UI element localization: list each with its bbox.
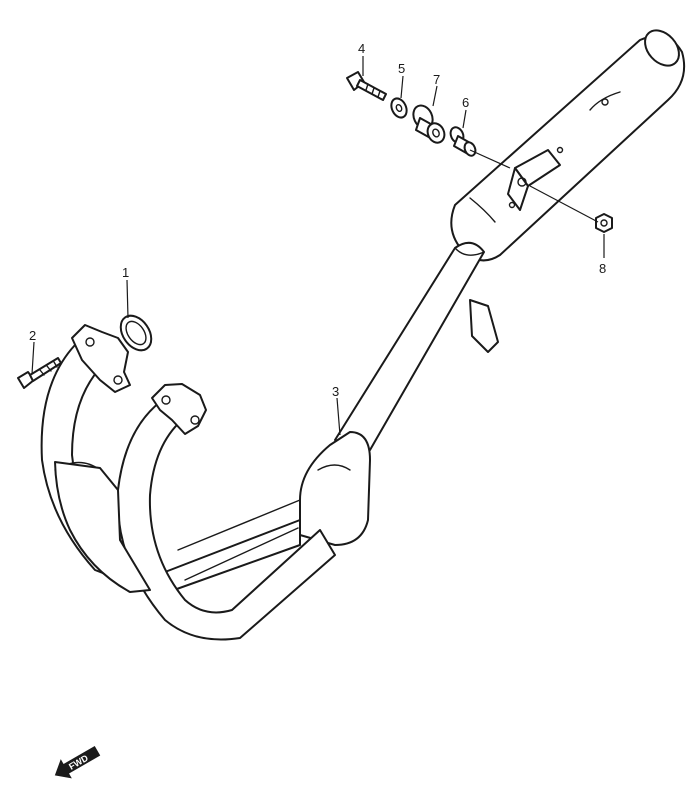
leader-lines xyxy=(31,56,605,436)
callout-3: 3 xyxy=(332,384,339,399)
mid-pipe xyxy=(334,241,485,451)
exhaust-flange-1 xyxy=(71,324,131,393)
callout-labels: 1 2 3 4 5 7 6 8 xyxy=(29,41,606,399)
callout-2: 2 xyxy=(29,328,36,343)
muffler-bracket xyxy=(507,149,561,211)
exhaust-flange-2 xyxy=(151,383,207,435)
callout-7: 7 xyxy=(433,72,440,87)
muffler xyxy=(450,29,686,262)
heat-shield xyxy=(54,461,151,593)
collar xyxy=(449,126,477,157)
gasket xyxy=(119,314,153,352)
forward-arrow-icon: FWD xyxy=(54,745,101,779)
callout-6: 6 xyxy=(462,95,469,110)
callout-4: 4 xyxy=(358,41,365,56)
rubber-cushion xyxy=(412,104,446,144)
hanger-bracket xyxy=(469,299,499,353)
callout-8: 8 xyxy=(599,261,606,276)
nut xyxy=(595,213,613,233)
callout-5: 5 xyxy=(398,61,405,76)
washer xyxy=(390,97,408,119)
flange-bolt xyxy=(17,357,62,389)
mounting-bolt xyxy=(346,71,387,101)
collector xyxy=(299,431,371,546)
callout-1: 1 xyxy=(122,265,129,280)
